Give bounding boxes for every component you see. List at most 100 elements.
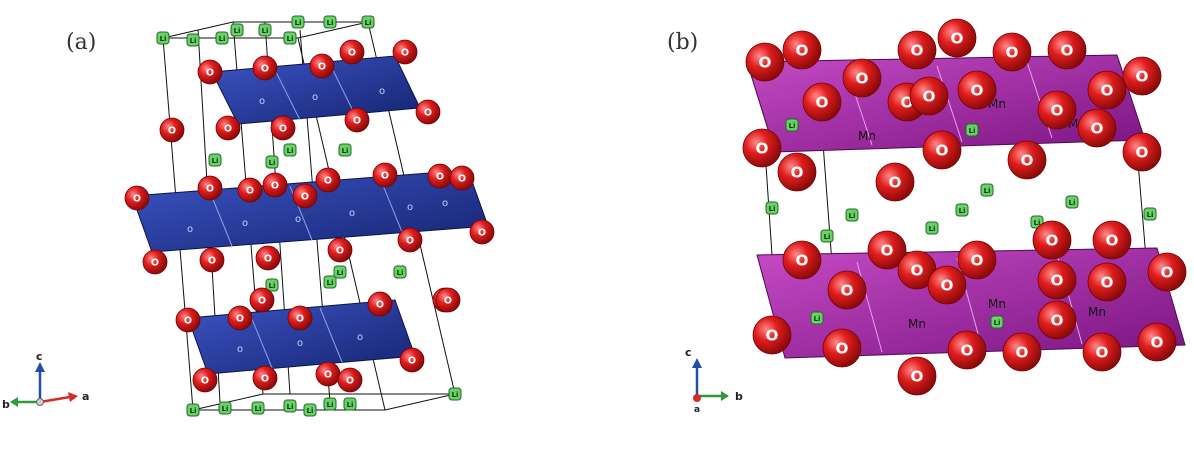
oxygen-atom	[344, 107, 370, 133]
lithium-atom	[283, 31, 297, 45]
oxygen-atom	[197, 59, 223, 85]
oxygen-atom	[249, 287, 275, 313]
lithium-label: Li	[269, 159, 276, 167]
oxygen-atom	[1047, 30, 1087, 70]
oxygen-atom	[339, 39, 365, 65]
oxygen-atom	[752, 315, 792, 355]
oxygen-label: O	[961, 342, 974, 360]
lithium-atom	[955, 203, 969, 217]
lithium-label: Li	[190, 407, 197, 415]
lithium-label: Li	[327, 19, 334, 27]
oxygen-label: O	[324, 370, 332, 381]
lithium-atom	[156, 31, 170, 45]
oxygen-atom	[175, 307, 201, 333]
axis-triad-a: c b a	[2, 350, 89, 411]
lithium-atom	[265, 278, 279, 292]
octahedron-center-label: o	[407, 202, 413, 213]
oxygen-label: O	[971, 82, 984, 100]
lithium-atom	[291, 15, 305, 29]
panel-a-label: (a)	[66, 30, 97, 55]
oxygen-atom	[1137, 322, 1177, 362]
lithium-atom	[1065, 195, 1079, 209]
lithium-label: Li	[397, 269, 404, 277]
oxygen-atom	[397, 227, 423, 253]
manganese-label: Mn	[858, 129, 876, 143]
oxygen-label: O	[936, 142, 949, 160]
lithium-atom	[1143, 207, 1157, 221]
oxygen-label: O	[1051, 312, 1064, 330]
axis-label-b-b: b	[735, 390, 743, 403]
lithium-atom	[323, 275, 337, 289]
lithium-label: Li	[287, 35, 294, 43]
oxygen-label: O	[296, 314, 304, 325]
oxygen-label: O	[1096, 344, 1109, 362]
oxygen-label: O	[261, 64, 269, 75]
octahedron-center-label: o	[357, 332, 363, 343]
lithium-label: Li	[262, 27, 269, 35]
lithium-atom	[265, 155, 279, 169]
oxygen-label: O	[353, 116, 361, 127]
octahedron-center-label: o	[297, 338, 303, 349]
oxygen-atom	[1122, 132, 1162, 172]
lithium-label: Li	[929, 225, 936, 233]
axis-label-b-a: b	[2, 398, 10, 411]
lithium-atom	[186, 403, 200, 417]
lithium-label: Li	[269, 282, 276, 290]
oxygen-atom	[197, 175, 223, 201]
axis-label-a-a: a	[82, 390, 89, 403]
oxygen-atom	[392, 39, 418, 65]
oxygen-label: O	[271, 181, 279, 192]
oxygen-label: O	[941, 277, 954, 295]
lithium-label: Li	[1034, 219, 1041, 227]
oxygen-atom	[237, 177, 263, 203]
lithium-label: Li	[222, 405, 229, 413]
oxygen-atom	[897, 356, 937, 396]
oxygen-label: O	[184, 316, 192, 327]
octahedron-center-label: o	[237, 344, 243, 355]
oxygen-label: O	[236, 314, 244, 325]
oxygen-label: O	[376, 300, 384, 311]
manganese-label: Mn	[1088, 305, 1106, 319]
oxygen-label: O	[348, 48, 356, 59]
oxygen-label: O	[1091, 120, 1104, 138]
lithium-atom	[218, 401, 232, 415]
lithium-label: Li	[969, 127, 976, 135]
lithium-atom	[925, 221, 939, 235]
axis-label-c-b: c	[685, 346, 692, 359]
lithium-label: Li	[287, 147, 294, 155]
lithium-label: Li	[255, 405, 262, 413]
oxygen-label: O	[1101, 82, 1114, 100]
axis-label-c-a: c	[36, 350, 43, 363]
oxygen-label: O	[796, 252, 809, 270]
oxygen-label: O	[436, 172, 444, 183]
lithium-atom	[765, 201, 779, 215]
oxygen-label: O	[201, 376, 209, 387]
oxygen-label: O	[1161, 264, 1174, 282]
lithium-atom	[965, 123, 979, 137]
oxygen-label: O	[264, 254, 272, 265]
oxygen-label: O	[208, 256, 216, 267]
oxygen-label: O	[766, 327, 779, 345]
oxygen-label: O	[1106, 232, 1119, 250]
oxygen-atom	[782, 30, 822, 70]
oxygen-label: O	[911, 368, 924, 386]
oxygen-atom	[745, 42, 785, 82]
oxygen-label: O	[458, 174, 466, 185]
octahedron-center-label: o	[187, 224, 193, 235]
oxygen-atom	[262, 172, 288, 198]
oxygen-atom	[309, 53, 335, 79]
oxygen-atom	[1147, 252, 1187, 292]
oxygen-label: O	[1101, 274, 1114, 292]
lithium-atom	[361, 15, 375, 29]
oxygen-atom	[927, 265, 967, 305]
oxygen-atom	[255, 245, 281, 271]
oxygen-label: O	[336, 246, 344, 257]
oxygen-atom	[142, 249, 168, 275]
oxygen-atom	[292, 183, 318, 209]
oxygen-atom	[252, 55, 278, 81]
lithium-atom	[186, 33, 200, 47]
panel-b: (b)	[597, 0, 1194, 446]
oxygen-label: O	[889, 174, 902, 192]
